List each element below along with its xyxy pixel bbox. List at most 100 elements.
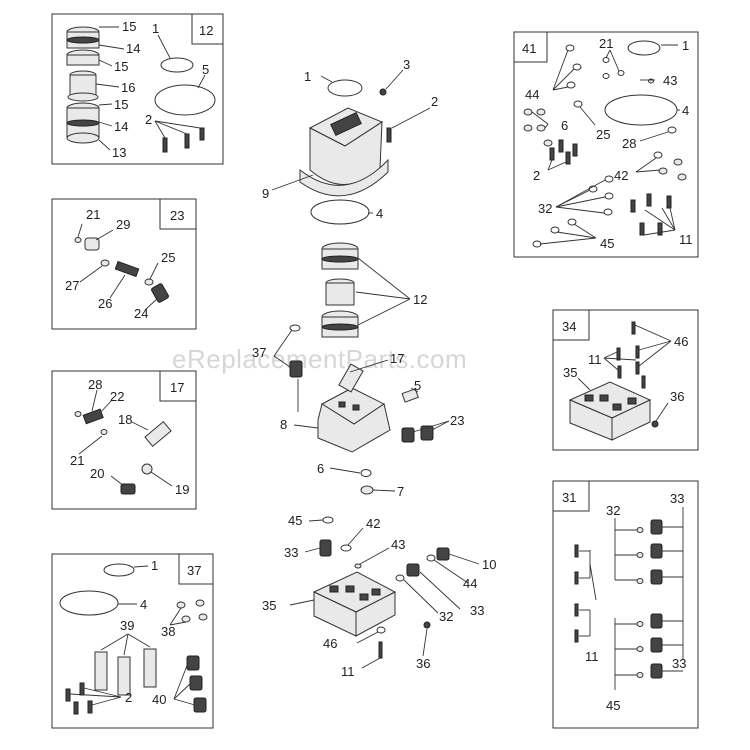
label-center-15: 33	[284, 545, 298, 560]
label-k31-4: 33	[672, 656, 686, 671]
label-k23-0: 21	[86, 207, 100, 222]
label-k23-4: 25	[161, 250, 175, 265]
kit-41-number-box	[513, 31, 548, 63]
label-center-1: 3	[403, 57, 410, 72]
label-k41-8: 2	[533, 168, 540, 183]
bearings-12	[321, 242, 359, 338]
kit-23-number-box	[159, 198, 197, 230]
label-k12-2: 15	[114, 59, 128, 74]
kit-12-panel: 12	[51, 13, 224, 165]
springs-40	[186, 655, 207, 713]
kit-17-panel: 17 28 22 18 21 20 19	[51, 370, 197, 510]
label-center-19: 35	[262, 598, 276, 613]
kit-34-number: 34	[562, 319, 576, 334]
label-k12-0: 15	[122, 19, 136, 34]
label-center-20: 32	[439, 609, 453, 624]
label-k23-2: 27	[65, 278, 79, 293]
kit-37-panel: 37	[51, 553, 214, 729]
label-k31-3: 45	[606, 698, 620, 713]
o-ring-1	[160, 57, 194, 73]
label-k17-2: 18	[118, 412, 132, 427]
label-k23-1: 29	[116, 217, 130, 232]
label-k37-5: 40	[152, 692, 166, 707]
label-k31-2: 11	[585, 649, 599, 664]
label-center-4: 4	[376, 206, 383, 221]
label-k34-2: 35	[563, 365, 577, 380]
kit-23-number: 23	[170, 208, 184, 223]
label-k41-3: 43	[663, 73, 677, 88]
screws-2	[162, 127, 205, 153]
screws-k41	[549, 139, 672, 236]
kit-12-number-box	[191, 13, 224, 45]
kit-17-number: 17	[170, 380, 184, 395]
kit-12-border	[51, 13, 224, 165]
kit-31-number: 31	[562, 490, 576, 505]
label-k31-0: 32	[606, 503, 620, 518]
watermark: eReplacementParts.com	[172, 344, 467, 374]
label-center-16: 43	[391, 537, 405, 552]
label-k23-3: 26	[98, 296, 112, 311]
label-center-8: 5	[414, 378, 421, 393]
label-k17-0: 28	[88, 377, 102, 392]
kit-23-border	[51, 198, 197, 330]
label-k12-7: 1	[152, 21, 159, 36]
label-center-24: 11	[341, 664, 355, 679]
label-center-21: 33	[470, 603, 484, 618]
bolts-k34	[616, 321, 646, 389]
label-k41-5: 4	[682, 103, 689, 118]
kit-31-border	[552, 480, 699, 729]
pistons-39	[94, 648, 157, 696]
kit-23-panel: 23 21 29 27 26 25 24	[51, 198, 197, 330]
label-center-12: 7	[397, 484, 404, 499]
o-ring-5	[154, 84, 216, 116]
kit-31-number-box	[552, 480, 590, 512]
crankcase-9	[299, 107, 389, 197]
valve-plate-35-center	[312, 571, 397, 637]
kit-34-border	[552, 309, 699, 451]
label-k37-4: 2	[125, 690, 132, 705]
kit-34-panel: 34 46 11	[552, 309, 699, 451]
label-center-7: 17	[390, 351, 404, 366]
label-center-14: 42	[366, 516, 380, 531]
label-k41-9: 42	[614, 168, 628, 183]
kit-41-panel: 41	[513, 31, 699, 258]
valves-lower	[636, 613, 663, 679]
label-center-3: 9	[262, 186, 269, 201]
label-center-9: 8	[280, 417, 287, 432]
kit-37-border	[51, 553, 214, 729]
kit-12-number: 12	[199, 23, 213, 38]
label-k41-0: 21	[599, 36, 613, 51]
label-center-5: 12	[413, 292, 427, 307]
label-k31-1: 33	[670, 491, 684, 506]
small-seals-k41	[523, 44, 687, 248]
label-k41-7: 28	[622, 136, 636, 151]
kit-31-panel: 31	[552, 480, 699, 729]
label-center-18: 44	[463, 576, 477, 591]
label-k37-2: 39	[120, 618, 134, 633]
bearing-stack	[66, 26, 100, 144]
label-k41-1: 1	[682, 38, 689, 53]
label-k41-10: 32	[538, 201, 552, 216]
seals-38	[176, 599, 208, 623]
label-center-0: 1	[304, 69, 311, 84]
label-k41-4: 6	[561, 118, 568, 133]
label-k41-12: 11	[679, 232, 693, 247]
center-assembly: 1 3 2 9 4 12 37 17 5 8 23 6 7 45 42 33 4…	[252, 57, 496, 679]
label-center-23: 36	[416, 656, 430, 671]
label-center-13: 45	[288, 513, 302, 528]
kit-37-number: 37	[187, 563, 201, 578]
label-k12-6: 13	[112, 145, 126, 160]
label-k41-6: 25	[596, 127, 610, 142]
label-k12-1: 14	[126, 41, 140, 56]
label-k12-4: 15	[114, 97, 128, 112]
label-center-2: 2	[431, 94, 438, 109]
label-k17-5: 19	[175, 482, 189, 497]
kit-34-number-box	[552, 309, 590, 341]
label-k17-4: 20	[90, 466, 104, 481]
valves-upper	[636, 519, 663, 585]
label-k12-5: 14	[114, 119, 128, 134]
screws-2-k37	[65, 682, 93, 715]
label-k23-5: 24	[134, 306, 148, 321]
